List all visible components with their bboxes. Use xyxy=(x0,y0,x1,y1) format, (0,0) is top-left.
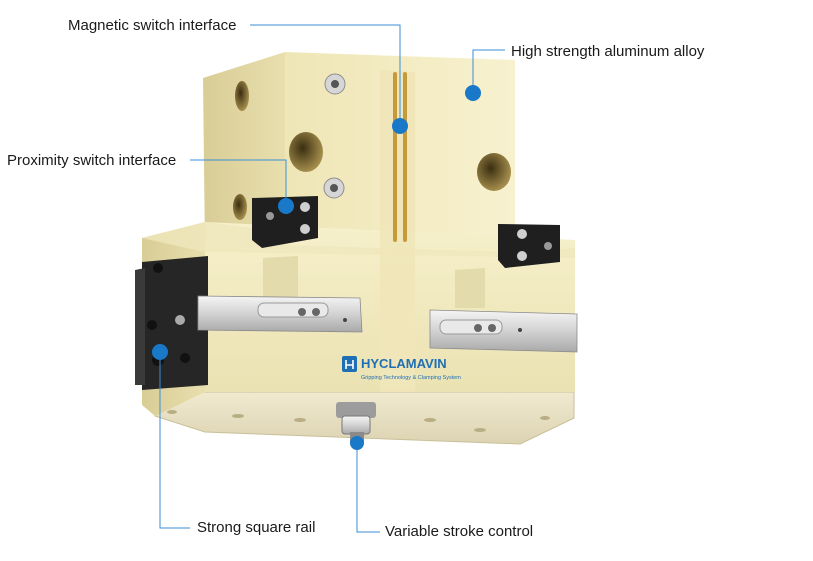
screw xyxy=(331,80,339,88)
jaw-slot-left xyxy=(263,256,298,300)
jaw-bar-left-slot xyxy=(257,302,329,318)
base-holes xyxy=(167,410,550,432)
magnetic-slot-left xyxy=(393,72,397,242)
screw xyxy=(330,184,338,192)
lower-body-ledge xyxy=(142,222,575,258)
callout-aluminum-alloy: High strength aluminum alloy xyxy=(511,43,705,60)
hole xyxy=(477,153,511,191)
callout-leader-lines xyxy=(159,24,505,533)
callout-dot-stroke xyxy=(350,436,364,450)
magnetic-slot-right xyxy=(403,72,407,242)
proximity-block-left xyxy=(252,196,318,248)
callout-stroke-control: Variable stroke control xyxy=(385,523,534,540)
hole xyxy=(289,132,323,172)
center-channel xyxy=(380,70,415,392)
callout-proximity-switch: Proximity switch interface xyxy=(7,152,177,169)
logo-brand: HYCLAMAVIN xyxy=(361,356,447,371)
square-rail-block xyxy=(135,256,208,390)
callout-dot-magnetic xyxy=(392,118,408,134)
callout-square-rail: Strong square rail xyxy=(197,519,316,536)
hole xyxy=(233,194,247,220)
jaw-slot-right xyxy=(455,268,485,308)
callout-dot-rail xyxy=(152,344,168,360)
jaw-bar-right-slot xyxy=(439,319,503,335)
callout-magnetic-switch: Magnetic switch interface xyxy=(68,17,237,34)
brand-logo xyxy=(342,356,357,372)
hole xyxy=(235,81,249,111)
callout-dot-alloy xyxy=(465,85,481,101)
logo-tagline: Gripping Technology & Clamping System xyxy=(361,375,461,381)
callout-dot-proximity xyxy=(278,198,294,214)
proximity-block-right xyxy=(498,224,560,268)
